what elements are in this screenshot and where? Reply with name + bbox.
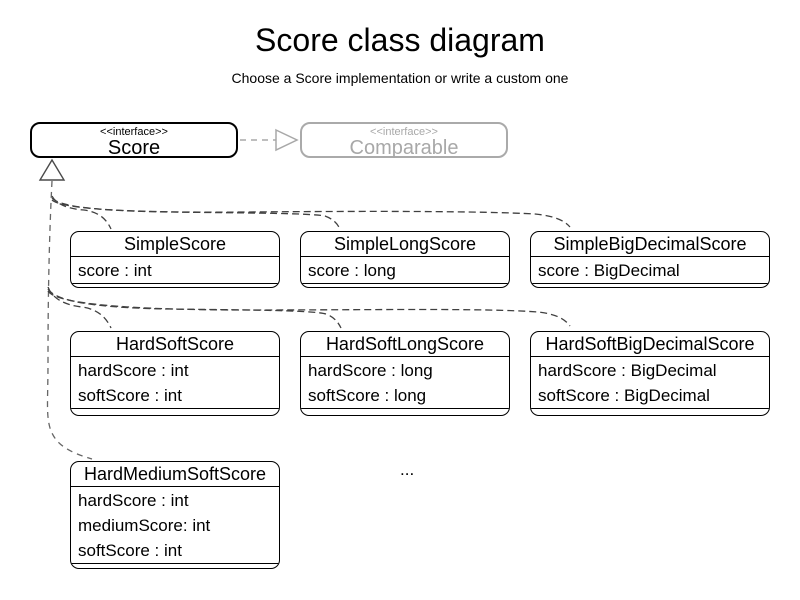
class-simplelongscore: SimpleLongScore score : long [300,231,510,288]
class-methods-empty [71,408,279,415]
class-methods-empty [531,283,769,287]
class-title: SimpleLongScore [301,232,509,257]
class-methods-empty [301,283,509,287]
dependency-arrowhead-icon [275,128,299,152]
realization-edge-hardmediumsoftscore [46,180,93,460]
realization-edge-hardsoftbigdecimalscore [47,290,571,327]
class-field: softScore : BigDecimal [538,386,710,405]
class-field: hardScore : int [78,491,189,510]
class-field: hardScore : long [308,361,433,380]
class-hardmediumsoftscore: HardMediumSoftScore hardScore : int medi… [70,461,280,569]
class-methods-empty [71,283,279,287]
realization-edge-simplelongscore [51,197,341,230]
class-field: mediumScore: int [78,516,211,535]
class-field: score : BigDecimal [538,261,680,280]
interface-name: Score [107,137,161,159]
interface-stereotype: <<interface>> [100,126,168,138]
class-field: score : long [308,261,396,280]
class-field: softScore : int [78,541,182,560]
class-title: HardMediumSoftScore [71,462,279,487]
interface-name: Comparable [349,137,459,159]
class-field: softScore : int [78,386,182,405]
interface-comparable: <<interface>> Comparable [300,122,508,159]
realization-edge-simplebigdecimalscore [51,199,571,228]
class-methods-empty [531,408,769,415]
class-methods-empty [71,563,279,568]
class-title: HardSoftScore [71,332,279,357]
page-title: Score class diagram [255,22,545,58]
class-field: score : int [78,261,152,280]
class-methods-empty [301,408,509,415]
class-title: HardSoftBigDecimalScore [531,332,769,357]
class-title: SimpleBigDecimalScore [531,232,769,257]
class-title: HardSoftLongScore [301,332,509,357]
class-field: softScore : long [308,386,427,405]
realization-triangle-icon [38,158,66,181]
realization-edge-hardsoftlongscore [47,288,342,329]
interface-score: <<interface>> Score [30,122,238,159]
class-fields: hardScore : BigDecimal softScore : BigDe… [531,357,769,408]
realization-edge-simplescore [51,195,112,230]
class-field: hardScore : BigDecimal [538,361,717,380]
class-hardsoftlongscore: HardSoftLongScore hardScore : long softS… [300,331,510,416]
interface-stereotype: <<interface>> [370,126,438,138]
class-fields: score : long [301,257,509,283]
class-field: hardScore : int [78,361,189,380]
class-fields: hardScore : int softScore : int [71,357,279,408]
class-title: SimpleScore [71,232,279,257]
realization-edge-hardsoftscore [47,286,112,329]
class-fields: score : BigDecimal [531,257,769,283]
page-subtitle: Choose a Score implementation or write a… [231,70,569,86]
class-hardsoftscore: HardSoftScore hardScore : int softScore … [70,331,280,416]
more-scores-indicator: ... [400,460,415,479]
class-fields: score : int [71,257,279,283]
class-fields: hardScore : int mediumScore: int softSco… [71,487,279,563]
class-fields: hardScore : long softScore : long [301,357,509,408]
class-hardsoftbigdecimalscore: HardSoftBigDecimalScore hardScore : BigD… [530,331,770,416]
class-simplebigdecimalscore: SimpleBigDecimalScore score : BigDecimal [530,231,770,288]
class-simplescore: SimpleScore score : int [70,231,280,288]
